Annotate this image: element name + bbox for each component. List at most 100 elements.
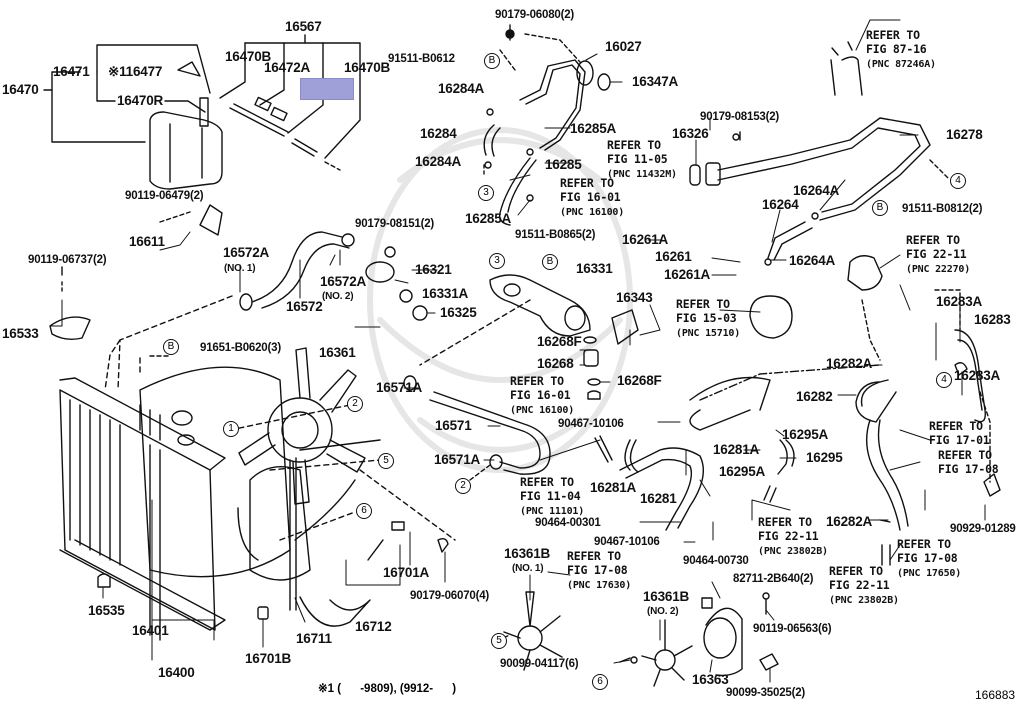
part-label-90119-06479[interactable]: 90119-06479(2) — [125, 190, 204, 202]
part-label-16285[interactable]: 16285 — [545, 157, 582, 172]
part-label-16295[interactable]: 16295 — [806, 450, 843, 465]
part-label-16281A-left[interactable]: 16281A — [590, 480, 637, 495]
part-label-90467-10106-top[interactable]: 90467-10106 — [558, 418, 624, 430]
part-label-16321[interactable]: 16321 — [415, 262, 452, 277]
part-label-91511-B0612[interactable]: 91511-B0612 — [388, 53, 455, 65]
part-label-16572[interactable]: 16572 — [286, 299, 323, 314]
part-label-16470B-left[interactable]: 16470B — [225, 49, 272, 64]
part-label-16282A-bottom[interactable]: 16282A — [826, 514, 873, 529]
part-label-no1-a: (NO. 1) — [224, 263, 256, 274]
part-label-16284A-bottom[interactable]: 16284A — [415, 154, 462, 169]
part-label-16283[interactable]: 16283 — [974, 312, 1011, 327]
part-label-16264A-bottom[interactable]: 16264A — [789, 253, 836, 268]
part-label-16268[interactable]: 16268 — [537, 356, 574, 371]
part-label-16470B-right[interactable]: 16470B — [344, 60, 391, 75]
part-label-90179-06080[interactable]: 90179-06080(2) — [495, 9, 575, 21]
part-label-16326[interactable]: 16326 — [672, 126, 709, 141]
part-label-90119-06563[interactable]: 90119-06563(6) — [753, 623, 832, 635]
part-label-90464-00730[interactable]: 90464-00730 — [683, 555, 749, 567]
refer-line2: FIG 16-01 — [560, 190, 621, 204]
part-label-16701A[interactable]: 16701A — [383, 565, 430, 580]
part-label-16331A[interactable]: 16331A — [422, 286, 469, 301]
part-label-16571A-top[interactable]: 16571A — [376, 380, 423, 395]
part-label-90179-06070[interactable]: 90179-06070(4) — [410, 590, 490, 602]
part-label-16278[interactable]: 16278 — [946, 127, 983, 142]
part-label-82711-2B640[interactable]: 82711-2B640(2) — [733, 573, 814, 585]
part-label-90119-06737[interactable]: 90119-06737(2) — [28, 254, 107, 266]
part-label-91651-B0620[interactable]: 91651-B0620(3) — [200, 342, 281, 354]
part-label-16343[interactable]: 16343 — [616, 290, 653, 305]
part-label-16282A-top[interactable]: 16282A — [826, 356, 873, 371]
part-label-16571A-bottom[interactable]: 16571A — [434, 452, 481, 467]
part-label-16470[interactable]: 16470 — [2, 82, 39, 97]
part-label-16535[interactable]: 16535 — [88, 603, 125, 618]
part-label-90099-04117[interactable]: 90099-04117(6) — [500, 658, 579, 670]
part-label-16711[interactable]: 16711 — [296, 631, 332, 646]
part-label-16361[interactable]: 16361 — [319, 345, 356, 360]
part-label-16027[interactable]: 16027 — [605, 39, 642, 54]
part-label-16572A-no1[interactable]: 16572A — [223, 245, 270, 260]
part-label-16472A[interactable]: 16472A — [264, 60, 311, 75]
part-label-16331[interactable]: 16331 — [576, 261, 613, 276]
part-label-16471[interactable]: 16471 — [53, 64, 90, 79]
part-label-90464-00301[interactable]: 90464-00301 — [535, 517, 601, 529]
part-label-90179-08153[interactable]: 90179-08153(2) — [700, 111, 780, 123]
part-label-16281A-right[interactable]: 16281A — [713, 442, 760, 457]
part-label-16400[interactable]: 16400 — [158, 665, 195, 680]
part-label-16284[interactable]: 16284 — [420, 126, 457, 141]
part-label-16295A-top[interactable]: 16295A — [782, 427, 829, 442]
part-label-16261[interactable]: 16261 — [655, 249, 692, 264]
part-label-16284A-top[interactable]: 16284A — [438, 81, 485, 96]
part-label-16268F-bottom[interactable]: 16268F — [617, 373, 662, 388]
highlight-box[interactable] — [300, 78, 354, 100]
part-label-16361B-no1[interactable]: 16361B — [504, 546, 551, 561]
part-label-16571[interactable]: 16571 — [435, 418, 472, 433]
part-label-no2-a: (NO. 2) — [322, 291, 354, 302]
part-label-16261A-bottom[interactable]: 16261A — [664, 267, 711, 282]
part-label-16470R[interactable]: 16470R — [117, 93, 164, 108]
part-label-16268F-top[interactable]: 16268F — [537, 334, 582, 349]
part-label-16285A-bottom[interactable]: 16285A — [465, 211, 512, 226]
part-label-16533[interactable]: 16533 — [2, 326, 39, 341]
hose-16264 — [764, 212, 819, 266]
part-label-16282[interactable]: 16282 — [796, 389, 833, 404]
part-label-16295A-bottom[interactable]: 16295A — [719, 464, 766, 479]
part-label-16261A-top[interactable]: 16261A — [622, 232, 669, 247]
part-label-16361B-no2[interactable]: 16361B — [643, 589, 690, 604]
part-label-16325[interactable]: 16325 — [440, 305, 477, 320]
part-label-16347A[interactable]: 16347A — [632, 74, 679, 89]
part-label-16401[interactable]: 16401 — [132, 623, 169, 638]
part-label-16281[interactable]: 16281 — [640, 491, 677, 506]
part-label-16264[interactable]: 16264 — [762, 197, 799, 212]
part-label-16567[interactable]: 16567 — [285, 19, 322, 34]
part-label-16572A-no2[interactable]: 16572A — [320, 274, 367, 289]
part-label-16611[interactable]: 16611 — [129, 234, 165, 249]
part-label-16363[interactable]: 16363 — [692, 672, 729, 687]
part-label-16283A-bottom[interactable]: 16283A — [954, 368, 1001, 383]
part-label-16712[interactable]: 16712 — [355, 619, 392, 634]
part-label-90929-01289[interactable]: 90929-01289 — [950, 523, 1016, 535]
part-label-91511-B0812[interactable]: 91511-B0812(2) — [902, 203, 983, 215]
part-label-16285A-top[interactable]: 16285A — [570, 121, 617, 136]
part-label-90467-10106-bottom[interactable]: 90467-10106 — [594, 536, 660, 548]
part-label-91511-B0865[interactable]: 91511-B0865(2) — [515, 229, 596, 241]
part-label-16701B[interactable]: 16701B — [245, 651, 292, 666]
part-label-16283A-top[interactable]: 16283A — [936, 294, 983, 309]
part-label-90099-35025[interactable]: 90099-35025(2) — [726, 687, 806, 699]
part-label-16477[interactable]: ※116477 — [108, 64, 163, 79]
part-label-16264A-top[interactable]: 16264A — [793, 183, 840, 198]
part-label-90179-08151[interactable]: 90179-08151(2) — [355, 218, 435, 230]
